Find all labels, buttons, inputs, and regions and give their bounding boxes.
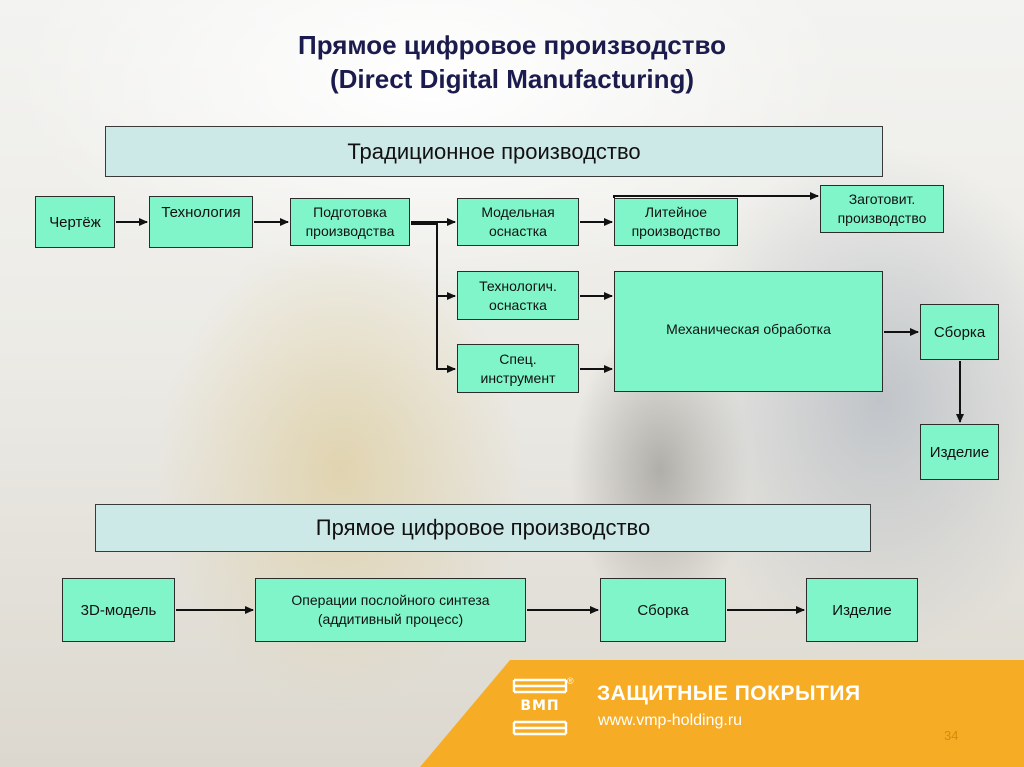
title-line-2: (Direct Digital Manufacturing)	[329, 64, 694, 94]
page-number: 34	[944, 728, 959, 743]
registered-mark-icon: ®	[567, 676, 574, 686]
company-name: ЗАЩИТНЫЕ ПОКРЫТИЯ	[597, 682, 861, 705]
arrow-prep-techtooling	[411, 223, 456, 300]
prep-box: Подготовка производства	[290, 198, 410, 246]
model-tooling-box: Модельная оснастка	[457, 198, 579, 246]
casting-box: Литейное производство	[614, 198, 738, 246]
tech-tooling-box: Технологич. оснастка	[457, 271, 579, 320]
assembly-box: Сборка	[920, 304, 999, 360]
arrow-casting-blank	[613, 192, 819, 200]
arrow-prep-specialtool	[436, 296, 456, 373]
digital-header: Прямое цифровое производство	[95, 504, 871, 552]
machining-box: Механическая обработка	[614, 271, 883, 392]
traditional-header: Традиционное производство	[105, 126, 883, 177]
vmp-logo-icon	[512, 678, 568, 736]
company-url[interactable]: www.vmp-holding.ru	[598, 712, 743, 729]
additive-process-box: Операции послойного синтеза (аддитивный …	[255, 578, 526, 642]
digital-assembly-box: Сборка	[600, 578, 726, 642]
slide-title: Прямое цифровое производство (Direct Dig…	[0, 28, 1024, 96]
model3d-box: 3D-модель	[62, 578, 175, 642]
drawing-box: Чертёж	[35, 196, 115, 248]
title-line-1: Прямое цифровое производство	[298, 30, 726, 60]
digital-product-box: Изделие	[806, 578, 918, 642]
logo-text: ВМП	[520, 698, 560, 714]
product-box: Изделие	[920, 424, 999, 480]
blank-production-box: Заготовит. производство	[820, 185, 944, 233]
technology-box: Технология	[149, 196, 253, 248]
special-tool-box: Спец. инструмент	[457, 344, 579, 393]
footer-band	[420, 660, 1024, 767]
